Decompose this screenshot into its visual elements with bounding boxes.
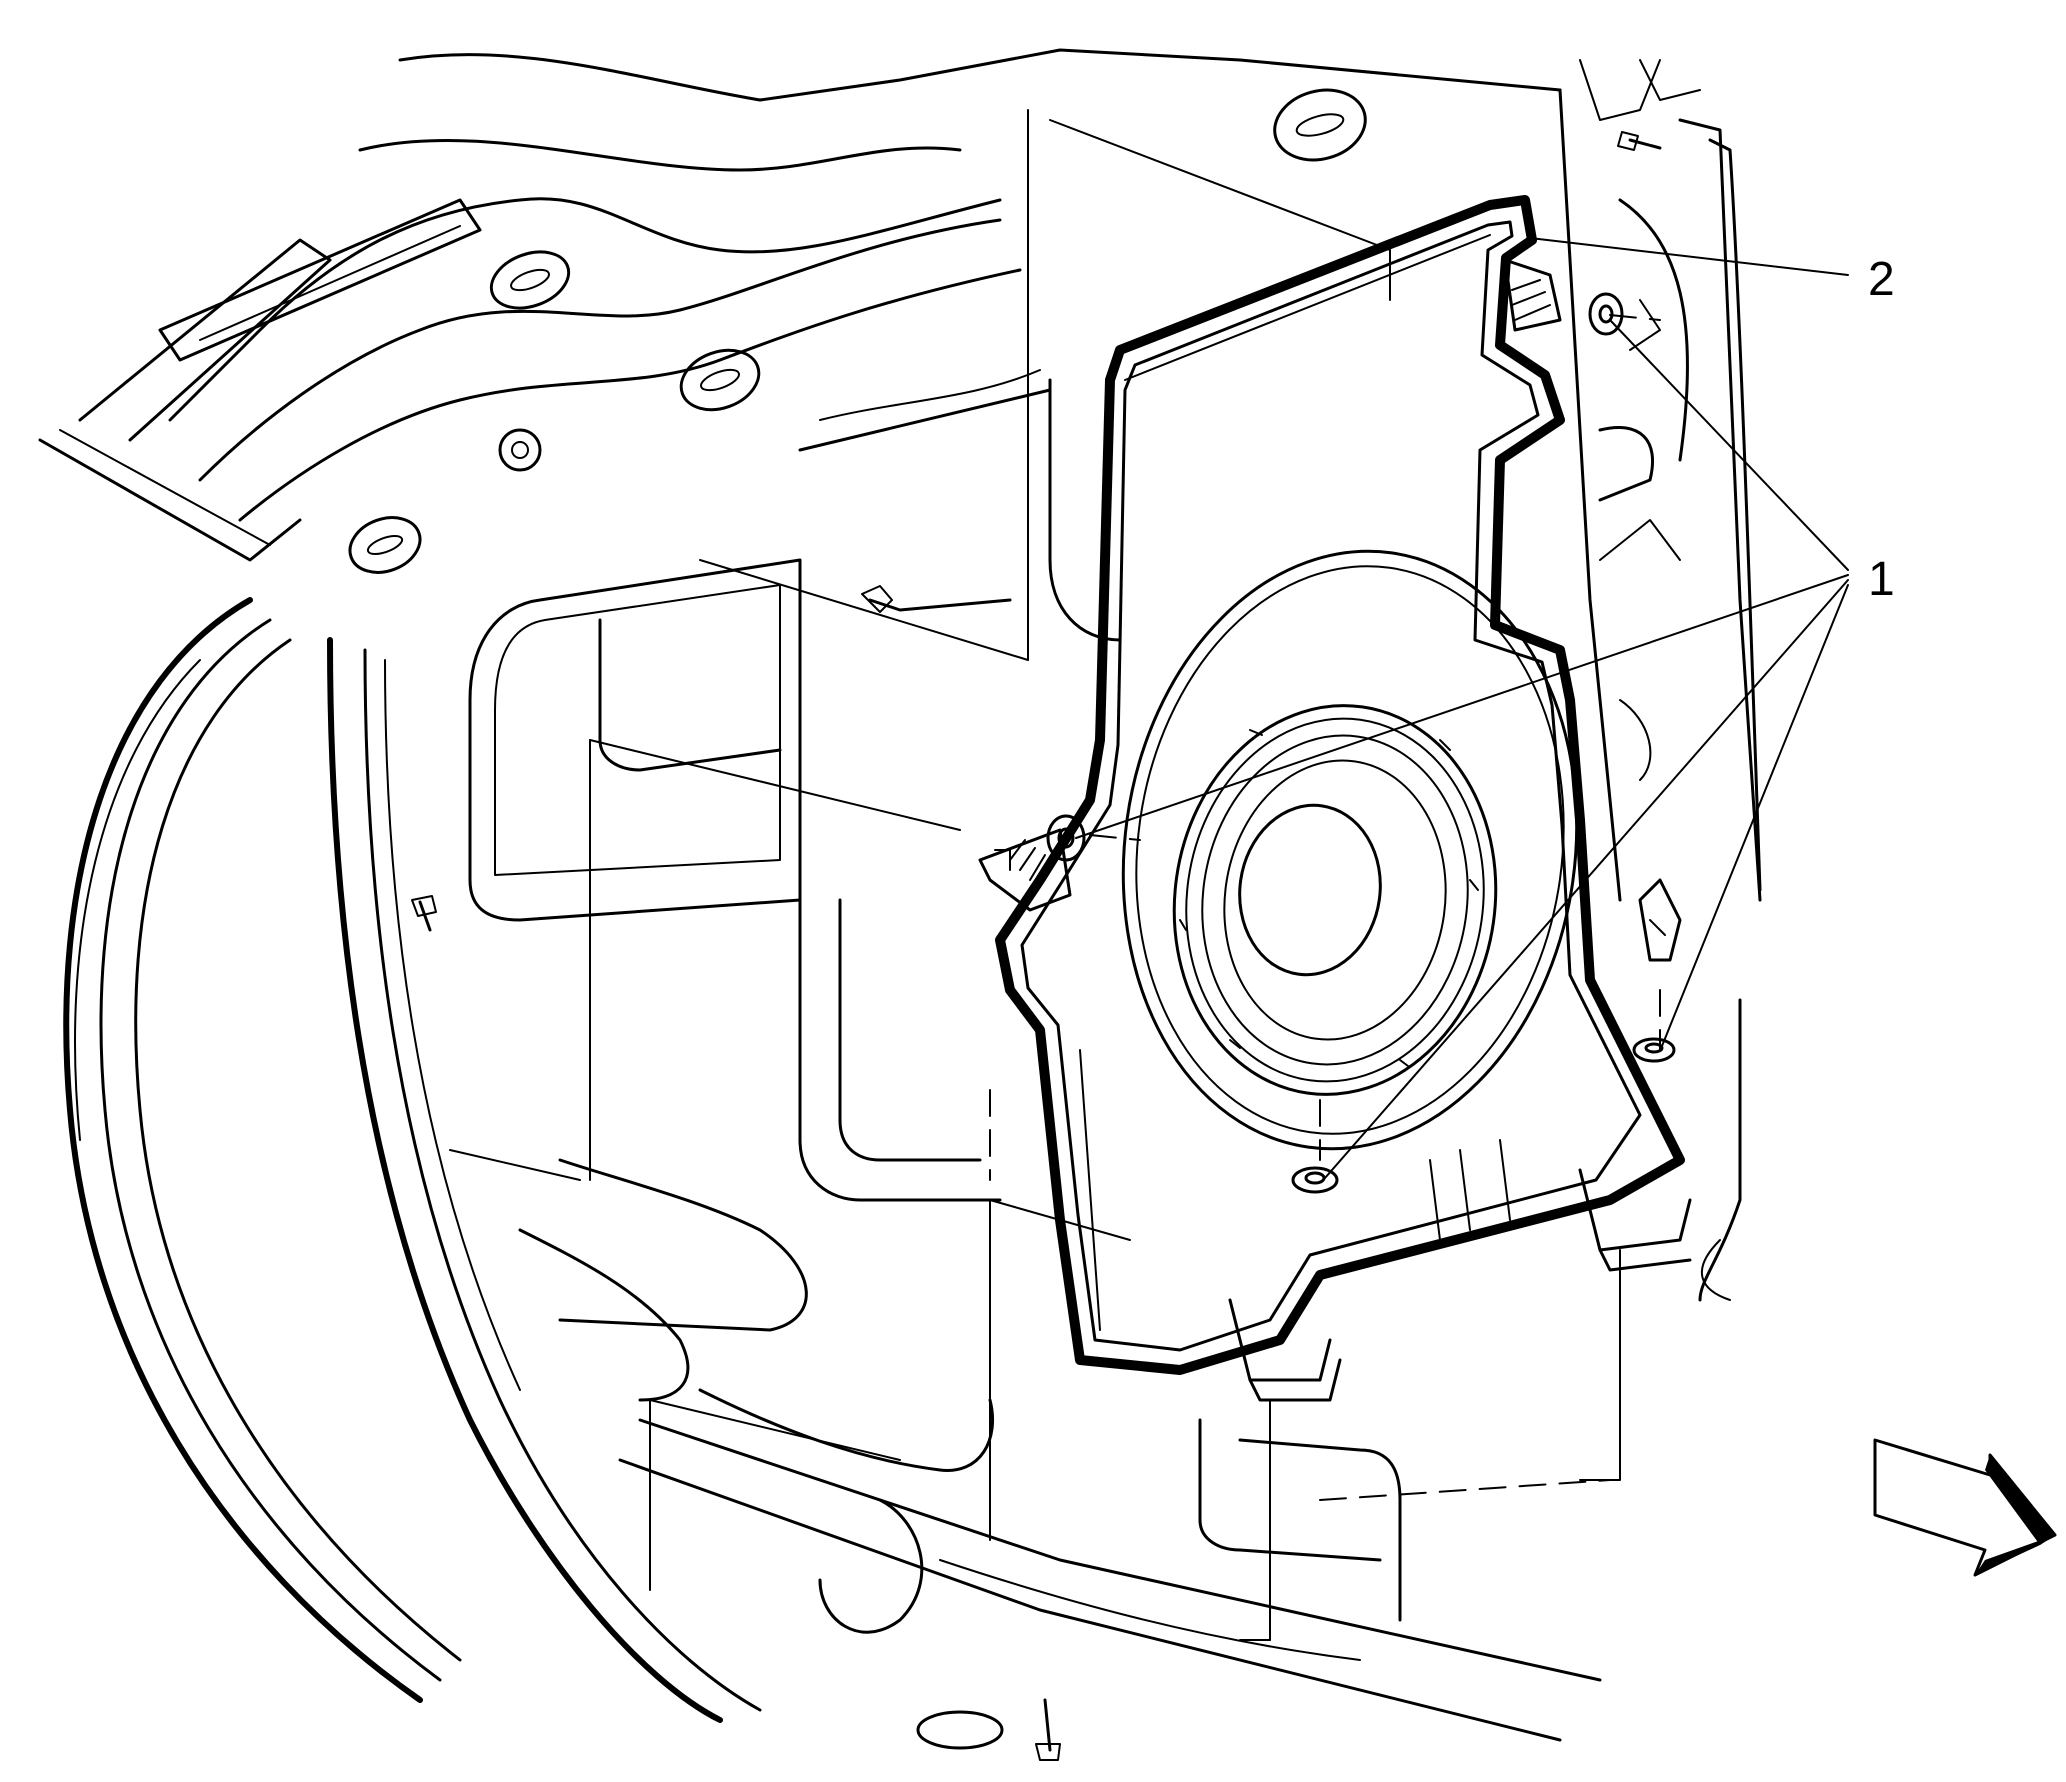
callout-1-label: 1	[1868, 553, 1895, 606]
leader-1-c	[1324, 579, 1849, 1179]
callout-leaders	[1075, 237, 1849, 1179]
callout-2-label: 2	[1868, 253, 1895, 306]
view-direction-arrow-icon	[1873, 1438, 2057, 1577]
vehicle-body-background	[38, 48, 1762, 1761]
leader-1-b	[1075, 574, 1849, 839]
leader-2	[1529, 237, 1849, 276]
leader-1-d	[1661, 584, 1849, 1047]
fastener-left	[1046, 814, 1086, 862]
speaker-enclosure	[978, 195, 1692, 1402]
fastener-upper-right	[1588, 292, 1624, 336]
fastener-lower-right	[1632, 1037, 1676, 1063]
exploded-view-guide-lines	[449, 109, 1661, 1641]
leader-1-a	[1609, 319, 1849, 571]
fasteners	[1046, 292, 1676, 1194]
